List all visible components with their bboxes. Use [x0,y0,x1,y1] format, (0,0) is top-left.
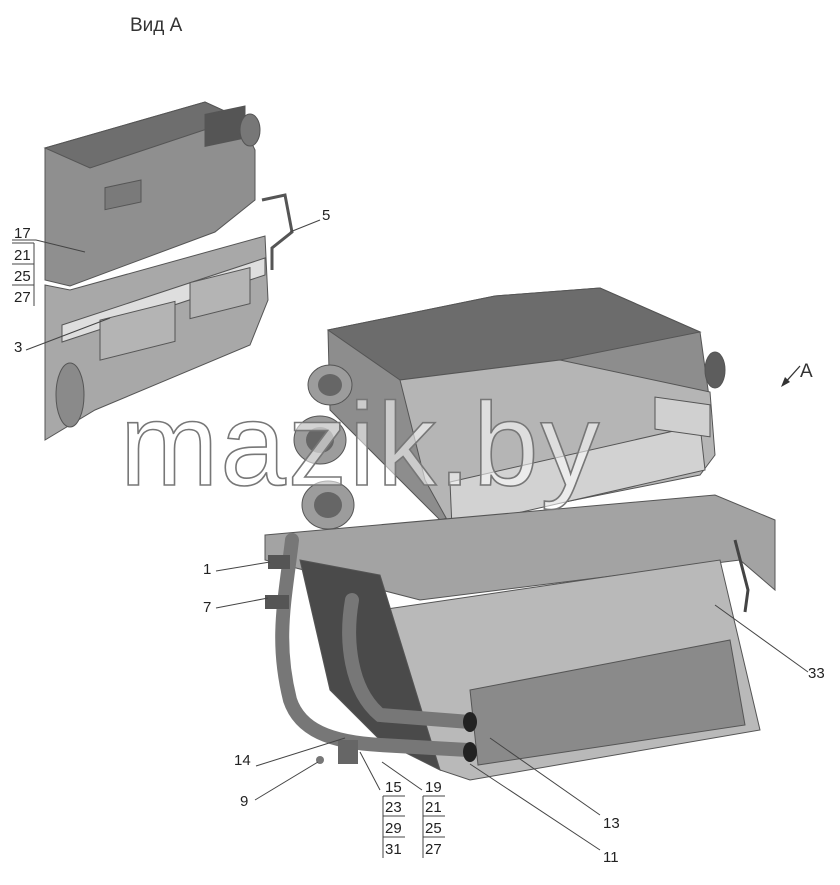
leader-14 [255,737,346,767]
callout-23: 23 [385,799,402,816]
nozzle-top-bore [318,374,342,396]
leader-5 [289,219,321,233]
inset-panel-right [189,267,251,320]
nozzle-middle-bore [306,427,334,453]
callout-25: 25 [14,268,31,285]
right-bracket [733,539,750,613]
callout-29: 29 [385,820,402,837]
callout-11: 11 [603,849,619,866]
callout-19: 19 [425,779,442,796]
leader-7 [215,597,269,609]
leader-13 [489,737,601,816]
callout-25b: 25 [425,820,442,837]
callout-13: 13 [603,815,620,832]
pipe-end-lower [463,742,477,762]
callout-9: 9 [240,793,248,810]
heater-right-nozzle [704,351,726,389]
leader-15 [359,751,381,791]
callout-17: 17 [14,225,31,242]
view-arrow-label: А [800,361,813,382]
callout-5: 5 [322,207,330,224]
callout-14: 14 [234,752,251,769]
inset-panel-recess [104,179,142,211]
heater-flap-strip [449,424,706,529]
callout-21: 21 [14,247,31,264]
heater-connector-block [654,396,711,438]
inset-nozzle [239,113,261,147]
inset-panel-left [99,300,176,361]
callout-27b: 27 [425,841,442,858]
inset-bracket [261,193,294,270]
pipe-holder [338,740,358,764]
callout-33: 33 [808,665,825,682]
callout-31: 31 [385,841,402,858]
callout-15: 15 [385,779,402,796]
leader-17 [12,239,86,253]
leader-19 [381,761,423,791]
callout-stack-19: 19 21 25 27 [422,779,445,858]
air-duct-outlet [469,639,746,766]
callout-27: 27 [14,289,31,306]
callout-stack-15: 15 23 29 31 [382,779,405,858]
inset-pipe-end [55,362,85,428]
coolant-pipe-inner [342,593,477,729]
leader-lines [12,219,809,851]
callout-7: 7 [203,599,211,616]
leader-1 [215,561,271,572]
view-title: Вид А [130,15,183,36]
nozzle-bottom-bore [314,492,342,518]
leader-3 [25,317,111,351]
callout-1: 1 [203,561,211,578]
inset-view-a [43,101,294,441]
leader-33 [714,604,809,673]
view-arrow-head [781,377,790,387]
leader-9 [254,761,319,801]
callout-stack-17: 17 21 25 27 [12,225,35,306]
pipe-end-upper [463,712,477,732]
watermark: mazik.by [120,379,602,511]
leader-11 [469,763,601,851]
main-assembly [264,287,776,781]
callout-3: 3 [14,339,22,356]
clamp-1 [268,555,290,569]
clamp-7 [265,595,289,609]
callout-21b: 21 [425,799,442,816]
